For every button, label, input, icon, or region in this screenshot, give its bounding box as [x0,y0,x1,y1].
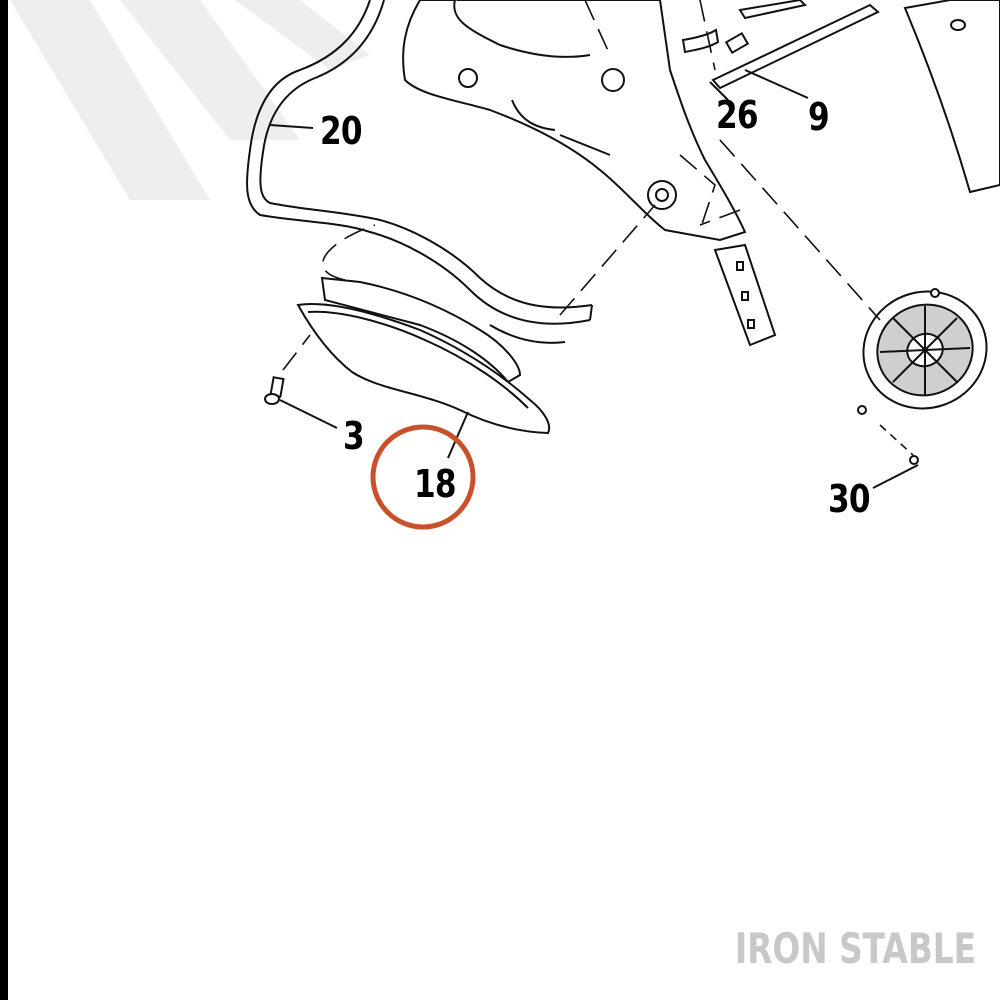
part-18-side-cover [296,276,550,435]
part-20-trim-strip [246,0,593,344]
callout-9: 9 [808,95,830,139]
leader-30 [872,464,919,489]
background-stripes [10,0,370,200]
assembly-dashed-lines [282,0,881,371]
callout-26: 26 [716,93,759,137]
part-26-clip [681,28,750,55]
highlight-ring [370,424,476,530]
leader-3 [279,399,338,429]
part-30-screw [909,455,919,465]
stripe [235,0,370,70]
screw-30-dashed-line [879,424,914,456]
leader-9 [744,69,809,99]
callout-3: 3 [343,414,365,458]
part-9-strip [711,0,880,90]
right-bracket [903,0,1000,194]
part-30-fan-grille [857,288,988,415]
stripe [120,0,300,140]
part-3-screw [264,376,285,405]
stripe [10,0,210,200]
leader-20 [269,124,314,129]
main-housing [402,0,777,347]
left-border [0,0,8,1000]
leader-26 [709,81,729,101]
watermark-text: IRON STABLE [735,924,977,973]
leader-18 [447,411,469,459]
leader-lines [269,69,919,489]
callout-20: 20 [320,109,363,153]
callout-30: 30 [828,477,871,521]
callout-18: 18 [414,462,457,506]
